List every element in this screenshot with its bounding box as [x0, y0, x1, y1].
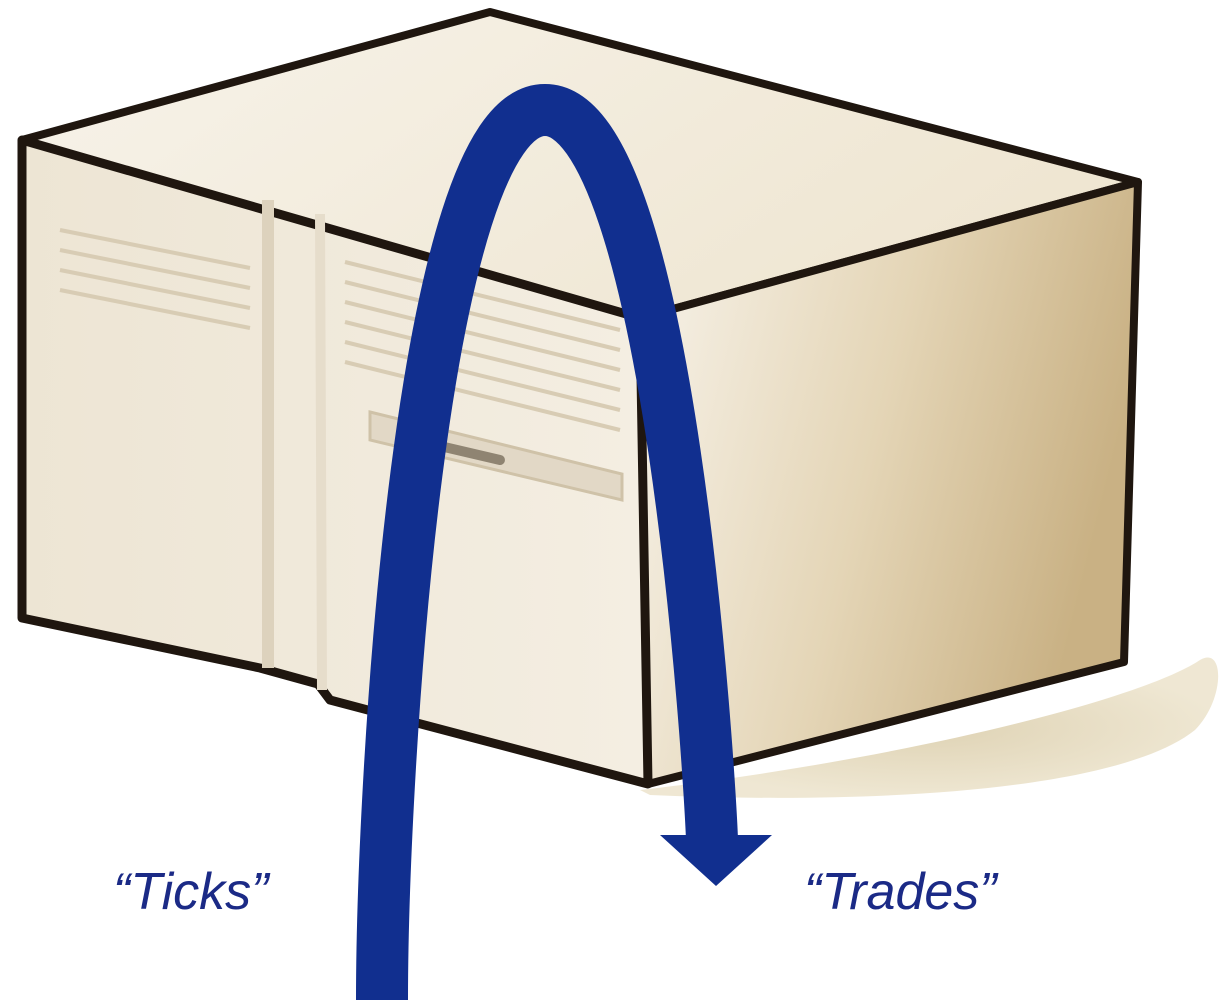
trades-label: “Trades”	[804, 866, 997, 918]
server-tower-icon	[22, 12, 1218, 798]
loop-arrow-head	[660, 835, 772, 886]
server-front-divider-2	[320, 214, 322, 690]
ticks-label: “Ticks”	[113, 866, 269, 918]
